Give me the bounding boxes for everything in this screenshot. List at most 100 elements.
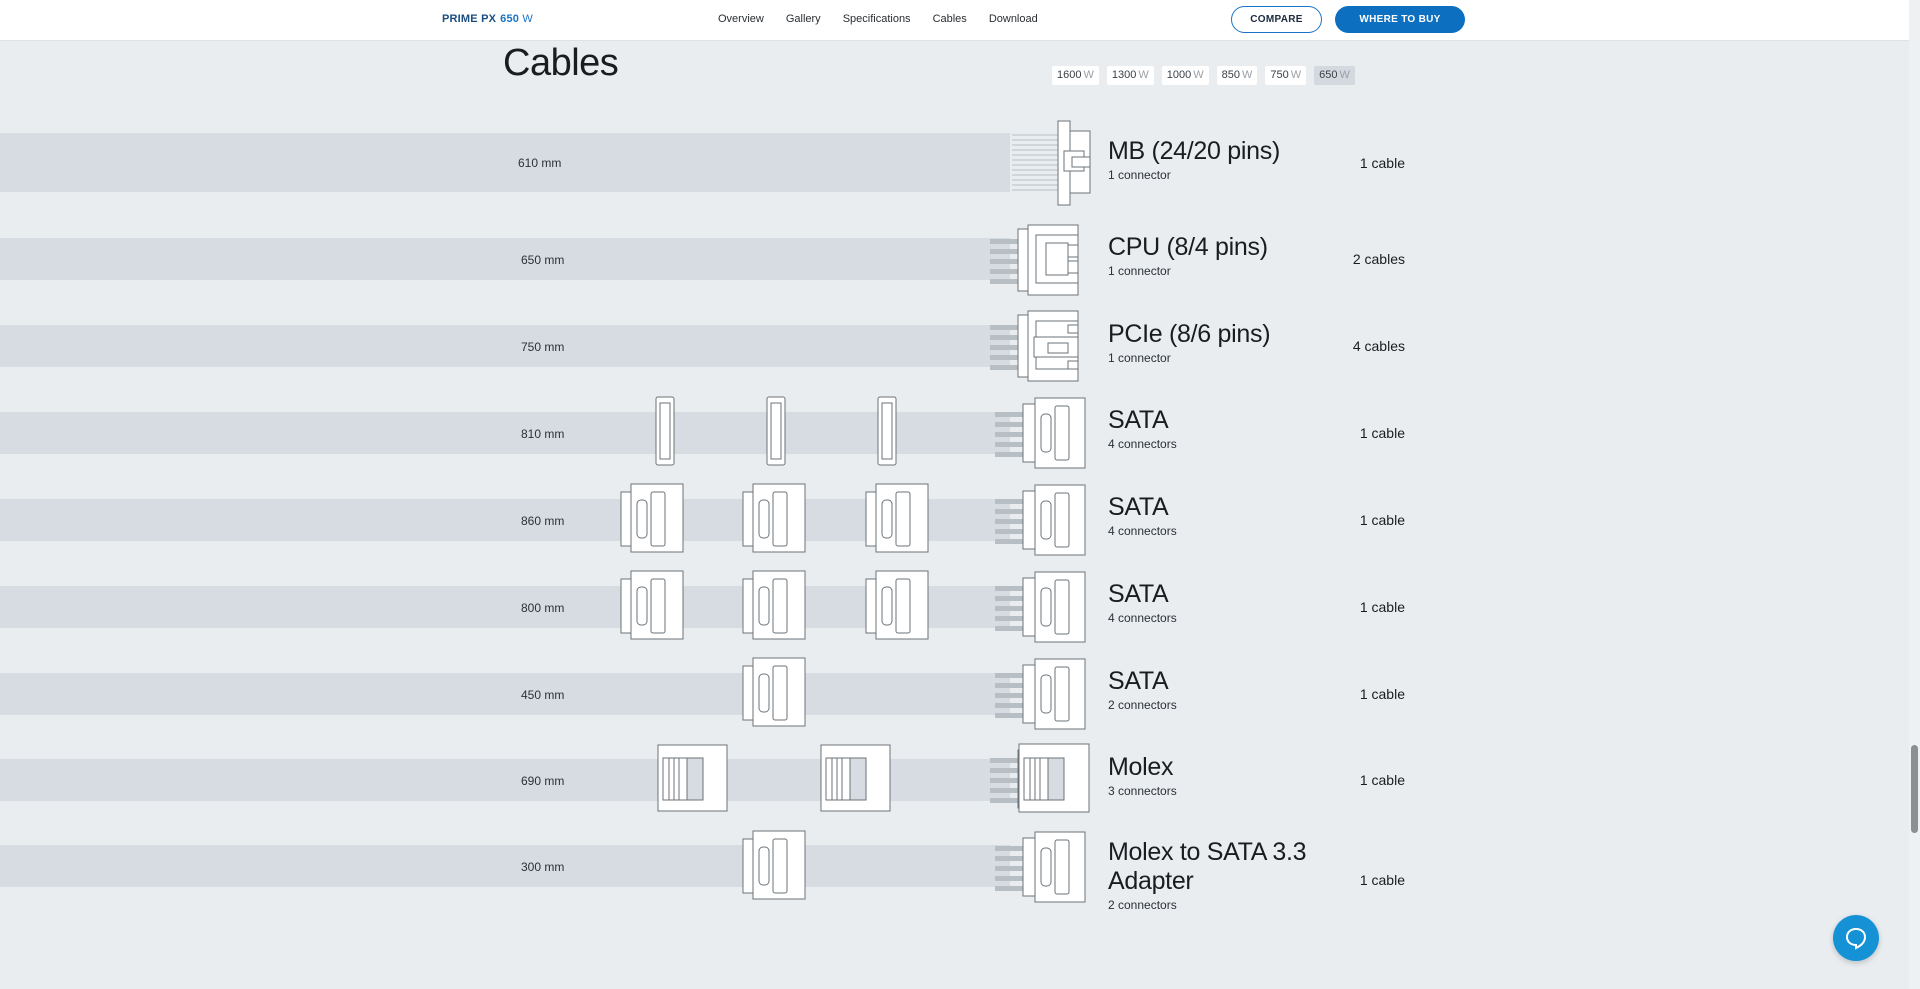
cable-length: 650 mm: [521, 253, 565, 267]
cpu-connector-icon: [990, 224, 1079, 296]
cable-length: 690 mm: [521, 774, 565, 788]
cable-count: 1 cable: [1359, 872, 1405, 888]
cable-length: 800 mm: [521, 601, 565, 615]
wattage-unit: W: [1083, 69, 1094, 81]
help-chat-button[interactable]: [1833, 915, 1879, 961]
wattage-unit: W: [1339, 69, 1350, 81]
sata-connector-icon: [742, 830, 806, 900]
connector-count: 1 connector: [1108, 168, 1171, 182]
page-scrollbar[interactable]: [1909, 0, 1920, 989]
cable-name: MB (24/20 pins): [1108, 137, 1280, 165]
wattage-value: 1300: [1111, 69, 1137, 81]
sata-slim-connector-icon: [766, 396, 786, 466]
cable-band: [0, 586, 1010, 628]
connector-count: 1 connector: [1108, 351, 1171, 365]
nav-gallery[interactable]: Gallery: [785, 13, 821, 25]
cable-count: 2 cables: [1352, 251, 1405, 267]
cable-band: [0, 673, 1010, 715]
cable-band: [0, 499, 1010, 541]
cable-name: SATA: [1108, 667, 1169, 695]
sata-connector-icon: [620, 483, 684, 553]
sata-connector-icon: [995, 484, 1086, 556]
connector-count: 4 connectors: [1108, 524, 1177, 538]
section-nav: Overview Gallery Specifications Cables D…: [718, 13, 1038, 25]
molex-connector-icon: [990, 743, 1090, 813]
connector-count: 2 connectors: [1108, 898, 1177, 912]
product-wattage-unit: W: [522, 13, 533, 25]
molex-connector-icon: [657, 744, 728, 812]
cable-band: [0, 845, 1010, 887]
wattage-unit: W: [1241, 69, 1253, 81]
sata-slim-connector-icon: [655, 396, 675, 466]
cable-band: [0, 412, 1010, 454]
product-name: PRIME PX: [442, 13, 497, 25]
sata-connector-icon: [865, 570, 929, 640]
sata-connector-icon: [742, 483, 806, 553]
sata-connector-icon: [995, 397, 1086, 469]
nav-download[interactable]: Download: [988, 13, 1038, 25]
sata-connector-icon: [620, 570, 684, 640]
wattage-value: 1600: [1057, 69, 1082, 81]
nav-cables[interactable]: Cables: [932, 13, 967, 25]
sata-slim-connector-icon: [877, 396, 897, 466]
chat-bubble-icon: [1845, 927, 1867, 950]
connector-count: 1 connector: [1108, 264, 1171, 278]
wattage-value: 850: [1221, 69, 1240, 81]
cable-name: Molex: [1108, 753, 1174, 781]
cable-length: 810 mm: [521, 427, 565, 441]
wattage-value: 650: [1319, 69, 1338, 81]
product-wattage: 650: [500, 13, 520, 25]
connector-count: 3 connectors: [1108, 784, 1177, 798]
cable-length: 450 mm: [521, 688, 565, 702]
cable-count: 1 cable: [1359, 425, 1405, 441]
pcie-connector-icon: [990, 310, 1079, 382]
sata-connector-icon: [995, 658, 1086, 730]
nav-specifications[interactable]: Specifications: [842, 13, 911, 25]
cable-name: CPU (8/4 pins): [1108, 233, 1268, 261]
sata-connector-icon: [995, 831, 1086, 903]
cable-band: [0, 238, 1010, 280]
cable-length: 750 mm: [521, 340, 565, 354]
connector-count: 2 connectors: [1108, 698, 1177, 712]
cable-name: SATA: [1108, 406, 1169, 434]
sata-connector-icon: [742, 657, 806, 727]
cable-count: 4 cables: [1352, 338, 1405, 354]
cable-count: 1 cable: [1359, 512, 1405, 528]
cable-name: Molex to SATA 3.3 Adapter: [1108, 838, 1307, 895]
cable-count: 1 cable: [1359, 599, 1405, 615]
cable-length: 860 mm: [521, 514, 565, 528]
connector-count: 4 connectors: [1108, 437, 1177, 451]
cable-name: PCIe (8/6 pins): [1108, 320, 1271, 348]
molex-connector-icon: [820, 744, 891, 812]
cable-band: [0, 325, 1010, 367]
cable-count: 1 cable: [1359, 155, 1405, 171]
sata-connector-icon: [865, 483, 929, 553]
nav-overview[interactable]: Overview: [718, 13, 764, 25]
connector-count: 4 connectors: [1108, 611, 1177, 625]
wattage-unit: W: [1290, 69, 1302, 81]
where-to-buy-button[interactable]: WHERE TO BUY: [1335, 6, 1465, 33]
cable-band: [0, 133, 1010, 192]
scrollbar-thumb[interactable]: [1911, 745, 1918, 833]
compare-button[interactable]: COMPARE: [1231, 6, 1322, 33]
sata-connector-icon: [742, 570, 806, 640]
wattage-unit: W: [1193, 69, 1204, 81]
cable-length: 300 mm: [521, 860, 565, 874]
cable-length: 610 mm: [518, 156, 562, 170]
cable-count: 1 cable: [1359, 686, 1405, 702]
mb-connector-icon: [1012, 120, 1091, 206]
sata-connector-icon: [995, 571, 1086, 643]
cable-name: SATA: [1108, 580, 1169, 608]
wattage-value: 1000: [1166, 69, 1192, 81]
section-title: Cables: [503, 42, 619, 84]
wattage-value: 750: [1270, 69, 1289, 81]
